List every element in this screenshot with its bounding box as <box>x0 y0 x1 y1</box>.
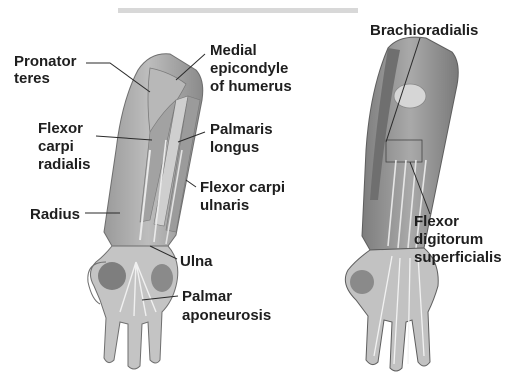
label-flexor-carpi-ulnaris: Flexor carpi ulnaris <box>200 179 289 214</box>
label-flexor-digitorum-superficialis: Flexor digitorum superficialis <box>414 213 502 266</box>
right-forearm-illustration <box>345 37 458 371</box>
label-radius: Radius <box>30 206 80 223</box>
label-pronator-teres: Pronator teres <box>14 53 81 87</box>
label-ulna: Ulna <box>180 253 213 270</box>
label-palmaris-longus: Palmaris longus <box>210 121 277 156</box>
leader-flexor-carpi-ulnaris <box>186 180 196 187</box>
label-brachioradialis: Brachioradialis <box>370 22 478 39</box>
label-medial-epicondyle: Medial epicondyle of humerus <box>210 42 293 95</box>
faded-header-strip <box>118 8 358 13</box>
label-palmar-aponeurosis: Palmar aponeurosis <box>182 288 271 324</box>
label-flexor-carpi-radialis: Flexor carpi radialis <box>38 120 91 173</box>
